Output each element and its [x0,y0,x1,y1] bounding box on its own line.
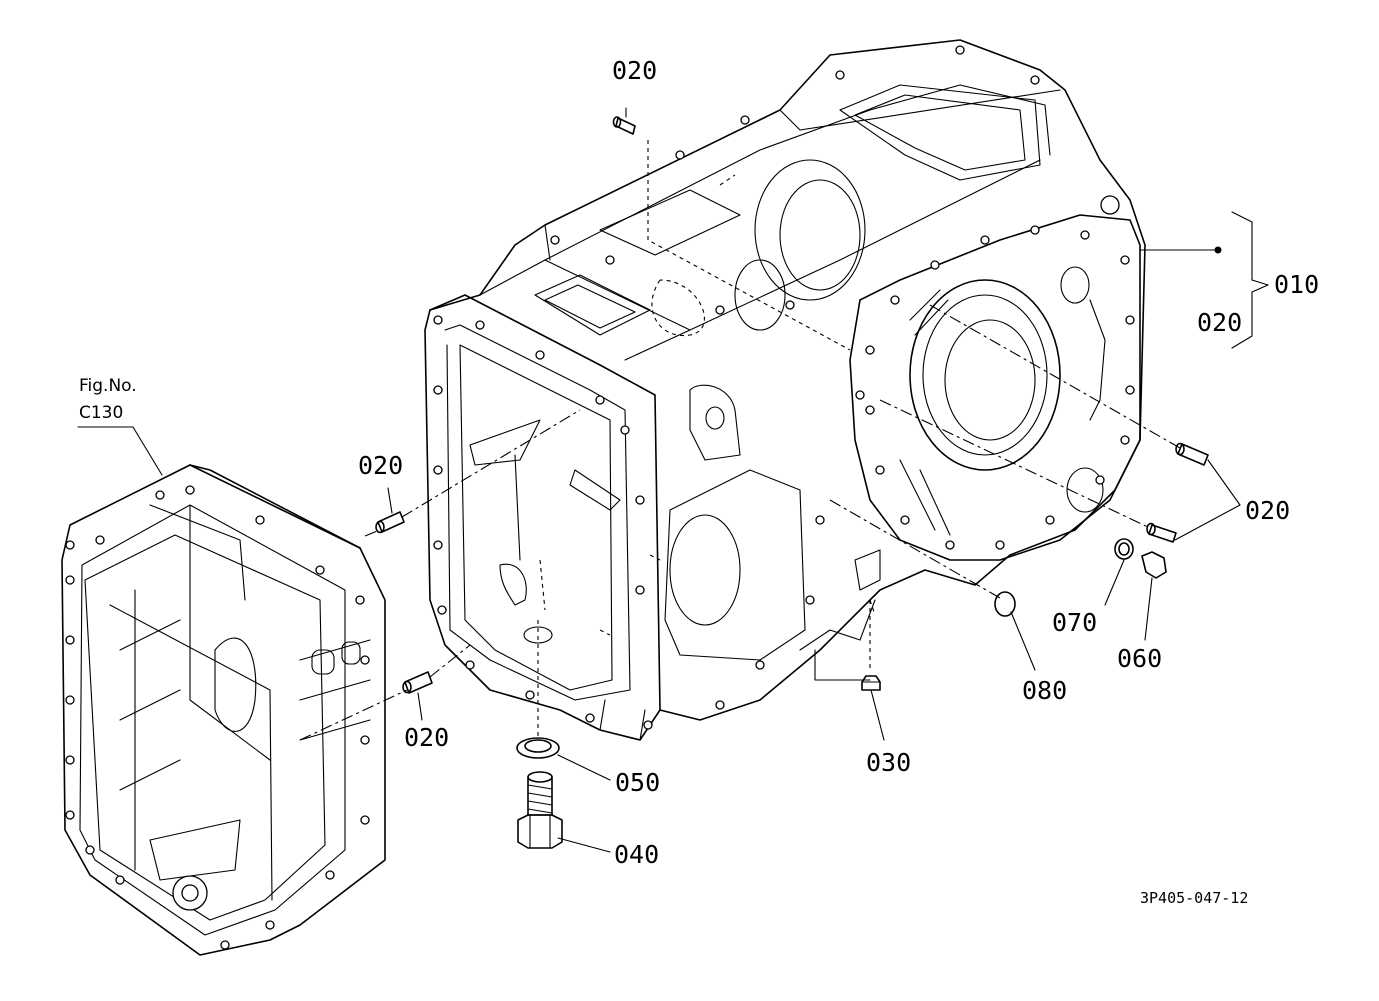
rear-cover-housing [61,464,386,956]
cover-bolt-holes [65,485,370,950]
part-070-washer [1104,538,1134,606]
label-060: 060 [1117,644,1163,673]
rear-flange-bolt-holes [855,225,1135,550]
label-080: 080 [1022,676,1068,705]
part-020-right-dowels [879,304,1241,543]
part-050-seal-ring [516,737,611,781]
part-030-plug [814,600,885,741]
part-020-left-dowel [364,409,581,537]
label-050: 050 [615,768,661,797]
transmission-case [424,39,1146,741]
figure-reference-line1: Fig.No. [79,376,137,396]
part-040-drain-plug [517,620,611,853]
case-bolt-holes [433,45,1040,730]
label-020-bracket: 020 [1197,308,1243,337]
label-020-top: 020 [612,56,658,85]
label-020-right: 020 [1245,496,1291,525]
label-010: 010 [1274,270,1320,299]
part-020-bottom-dowel [299,644,471,741]
part-020-top-dowel [612,107,636,135]
label-020-left: 020 [358,451,404,480]
label-070: 070 [1052,608,1098,637]
part-060-plug [1141,551,1167,641]
drawing-code: 3P405-047-12 [1140,889,1249,907]
part-080-cap [829,499,1036,671]
bracket-010 [1231,211,1269,349]
leader-010-dot [1214,246,1222,254]
figure-reference-line2: C130 [79,403,124,423]
label-030: 030 [866,748,912,777]
label-020-bottom: 020 [404,723,450,752]
label-040: 040 [614,840,660,869]
leader-fig-ref [77,426,163,476]
